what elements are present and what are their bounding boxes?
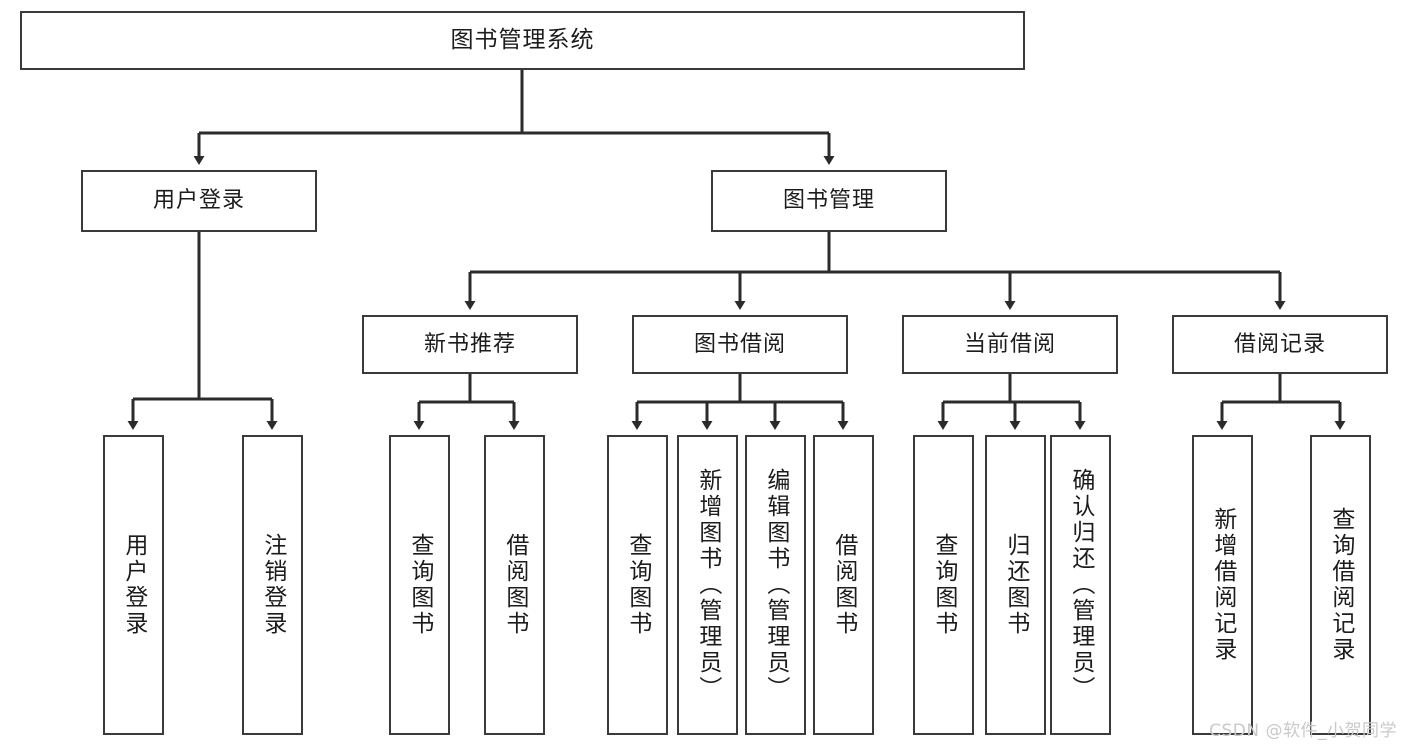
leaf-add-borrow-record[interactable]: 新增借阅记录: [1192, 435, 1253, 735]
node-user-login-label: 用户登录: [152, 188, 245, 214]
node-new-book-recommend-label: 新书推荐: [423, 331, 516, 357]
node-root-label: 图书管理系统: [450, 27, 595, 54]
node-book-borrow[interactable]: 图书借阅: [632, 315, 848, 374]
leaf-edit-book-admin-label: 编辑图书（管理员）: [762, 468, 789, 702]
leaf-user-logout[interactable]: 注销登录: [242, 435, 303, 735]
node-book-manage-label: 图书管理: [782, 188, 875, 214]
leaf-user-login[interactable]: 用户登录: [103, 435, 164, 735]
node-borrow-record[interactable]: 借阅记录: [1172, 315, 1388, 374]
leaf-edit-book-admin[interactable]: 编辑图书（管理员）: [745, 435, 806, 735]
leaf-query-book-1-label: 查询图书: [406, 533, 433, 637]
leaf-borrow-book-2[interactable]: 借阅图书: [813, 435, 874, 735]
node-current-borrow[interactable]: 当前借阅: [902, 315, 1118, 374]
leaf-user-logout-label: 注销登录: [259, 533, 286, 637]
node-book-borrow-label: 图书借阅: [693, 331, 786, 357]
leaf-borrow-book-1[interactable]: 借阅图书: [484, 435, 545, 735]
leaf-borrow-book-2-label: 借阅图书: [830, 533, 857, 637]
node-book-manage[interactable]: 图书管理: [711, 170, 947, 232]
leaf-add-book-admin-label: 新增图书（管理员）: [694, 468, 721, 702]
leaf-borrow-book-1-label: 借阅图书: [501, 533, 528, 637]
leaf-return-book-label: 归还图书: [1002, 533, 1029, 637]
leaf-confirm-return-admin[interactable]: 确认归还（管理员）: [1050, 435, 1111, 735]
leaf-query-book-3[interactable]: 查询图书: [913, 435, 974, 735]
node-root[interactable]: 图书管理系统: [20, 11, 1025, 70]
leaf-add-book-admin[interactable]: 新增图书（管理员）: [677, 435, 738, 735]
node-current-borrow-label: 当前借阅: [963, 331, 1056, 357]
node-borrow-record-label: 借阅记录: [1233, 331, 1326, 357]
leaf-query-book-3-label: 查询图书: [930, 533, 957, 637]
leaf-confirm-return-admin-label: 确认归还（管理员）: [1067, 468, 1094, 702]
node-user-login[interactable]: 用户登录: [81, 170, 317, 232]
leaf-return-book[interactable]: 归还图书: [985, 435, 1046, 735]
leaf-query-borrow-record-label: 查询借阅记录: [1327, 507, 1354, 663]
node-new-book-recommend[interactable]: 新书推荐: [362, 315, 578, 374]
leaf-user-login-label: 用户登录: [120, 533, 147, 637]
watermark-text: CSDN @软件_小贺同学: [1209, 721, 1397, 741]
leaf-add-borrow-record-label: 新增借阅记录: [1209, 507, 1236, 663]
leaf-query-borrow-record[interactable]: 查询借阅记录: [1310, 435, 1371, 735]
leaf-query-book-2[interactable]: 查询图书: [607, 435, 668, 735]
leaf-query-book-2-label: 查询图书: [624, 533, 651, 637]
leaf-query-book-1[interactable]: 查询图书: [389, 435, 450, 735]
